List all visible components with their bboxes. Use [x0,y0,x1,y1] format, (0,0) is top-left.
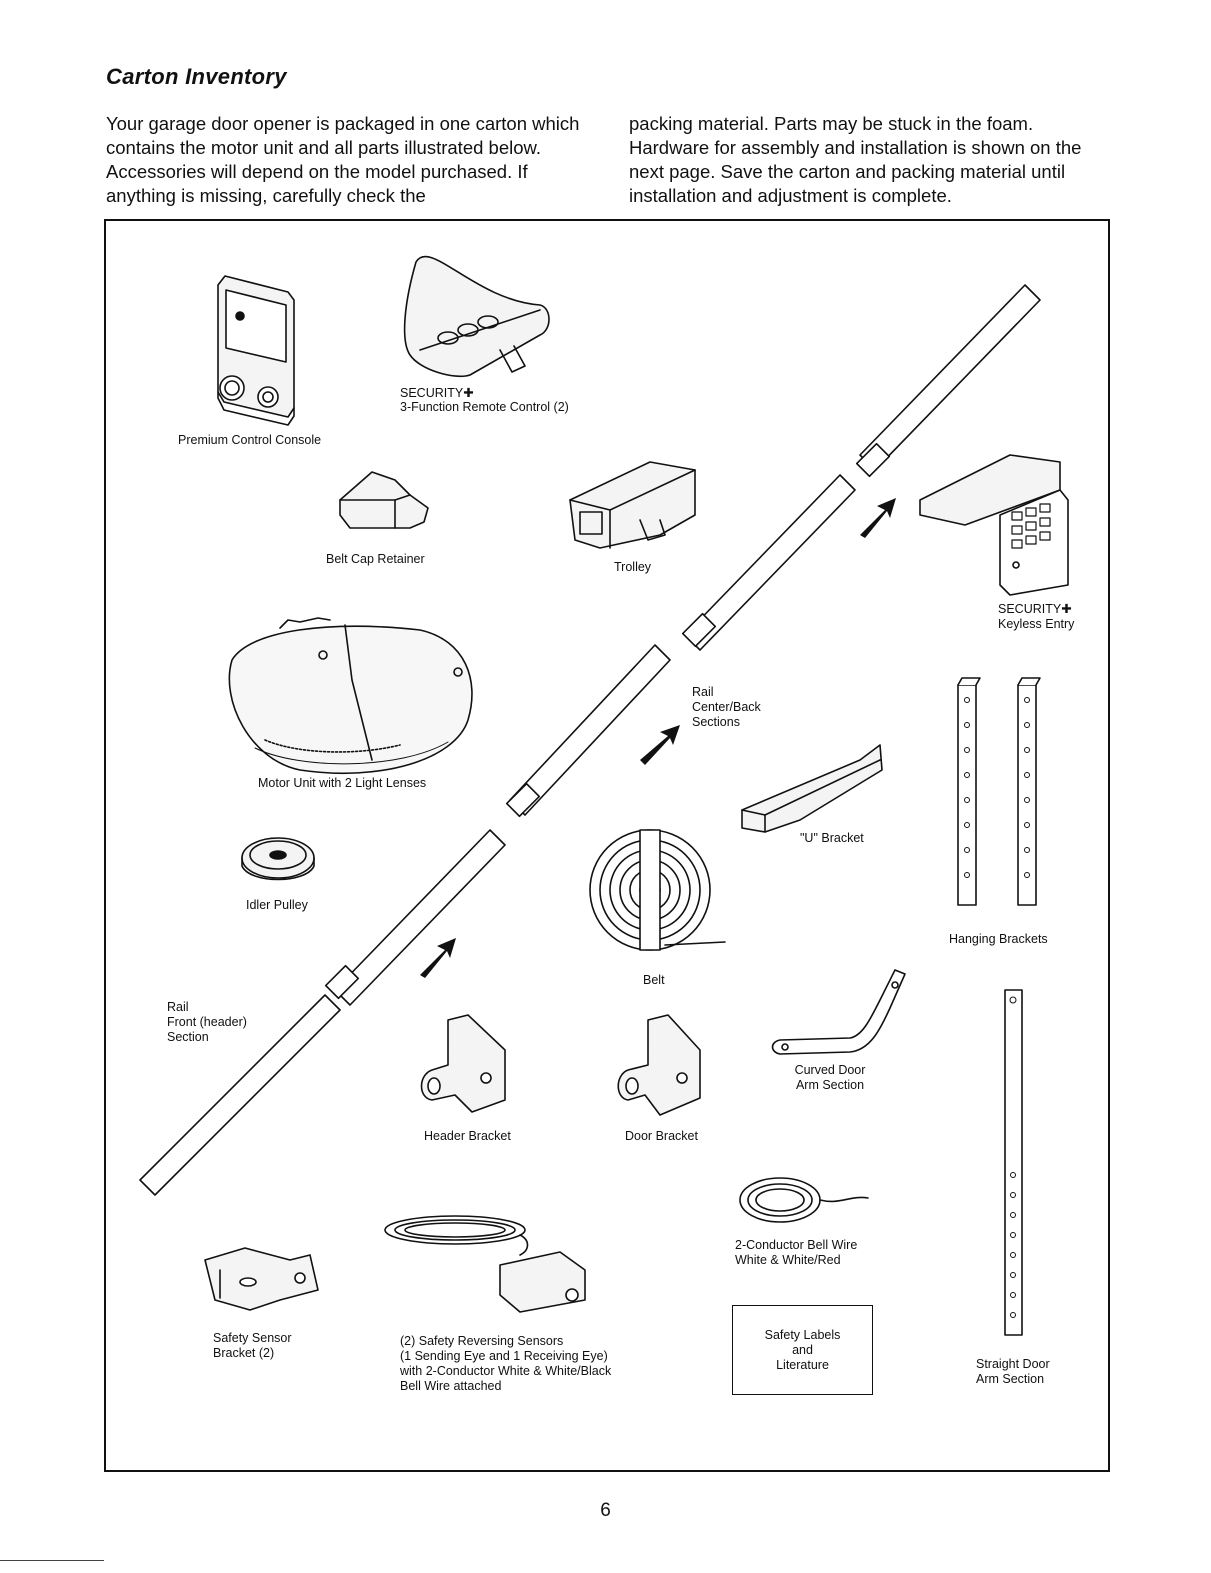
rail-arrows [420,498,896,978]
label-u-bracket: "U" Bracket [800,831,864,845]
label-remote-desc: 3-Function Remote Control (2) [400,400,569,414]
page-title: Carton Inventory [106,64,287,89]
label-control-console: Premium Control Console [178,433,322,447]
control-console-illustration [217,275,295,426]
belt-illustration [589,829,726,951]
u-bracket-illustration [741,744,883,833]
label-rail-center-back: Rail Center/Back Sections [692,685,761,729]
label-safety-labels: Safety Labels and Literature [764,1328,841,1372]
motor-unit-illustration [228,617,473,775]
belt-cap-retainer-illustration [339,471,429,529]
label-belt-cap-retainer: Belt Cap Retainer [326,552,425,566]
safety-labels-box: Safety Labels and Literature [732,1305,873,1395]
label-straight-arm: Straight Door Arm Section [976,1357,1050,1386]
label-rail-front: Rail Front (header) Section [167,1000,247,1044]
label-motor-unit: Motor Unit with 2 Light Lenses [258,776,427,790]
door-bracket-illustration [617,1014,701,1116]
remote-control-illustration [403,255,550,378]
safety-reversing-sensors-illustration [384,1215,586,1313]
label-hanging-brackets: Hanging Brackets [949,932,1048,946]
header-bracket-illustration [420,1014,506,1113]
curved-door-arm-illustration [771,969,906,1055]
label-curved-arm: Curved Door Arm Section [794,1063,866,1092]
label-bell-wire: 2-Conductor Bell Wire White & White/Red [735,1238,858,1267]
intro-text-left: Your garage door opener is packaged in o… [106,113,580,206]
label-keyless-desc: Keyless Entry [998,617,1075,631]
footer-rule [0,1560,104,1561]
intro-text-right: packing material. Parts may be stuck in … [629,113,1082,206]
label-keyless-brand: SECURITY✚ [998,602,1072,616]
label-header-bracket: Header Bracket [424,1129,511,1143]
safety-sensor-bracket-illustration [204,1247,319,1311]
inventory-frame [104,219,1110,1472]
label-sensor-bracket: Safety Sensor Bracket (2) [213,1331,292,1360]
hanging-brackets-illustration [957,677,1041,906]
bell-wire-illustration [739,1177,869,1223]
idler-pulley-illustration [241,837,315,881]
straight-door-arm-illustration [1004,989,1023,1336]
label-reversing-sensors: (2) Safety Reversing Sensors (1 Sending … [400,1334,612,1393]
trolley-illustration [569,461,696,549]
label-door-bracket: Door Bracket [625,1129,698,1143]
label-belt: Belt [643,973,665,987]
keyless-entry-illustration [919,454,1069,596]
page-number: 6 [600,1500,611,1521]
label-remote-brand: SECURITY✚ [400,386,474,400]
rail-illustration [139,284,1041,1196]
label-trolley: Trolley [614,560,652,574]
label-idler-pulley: Idler Pulley [246,898,308,912]
